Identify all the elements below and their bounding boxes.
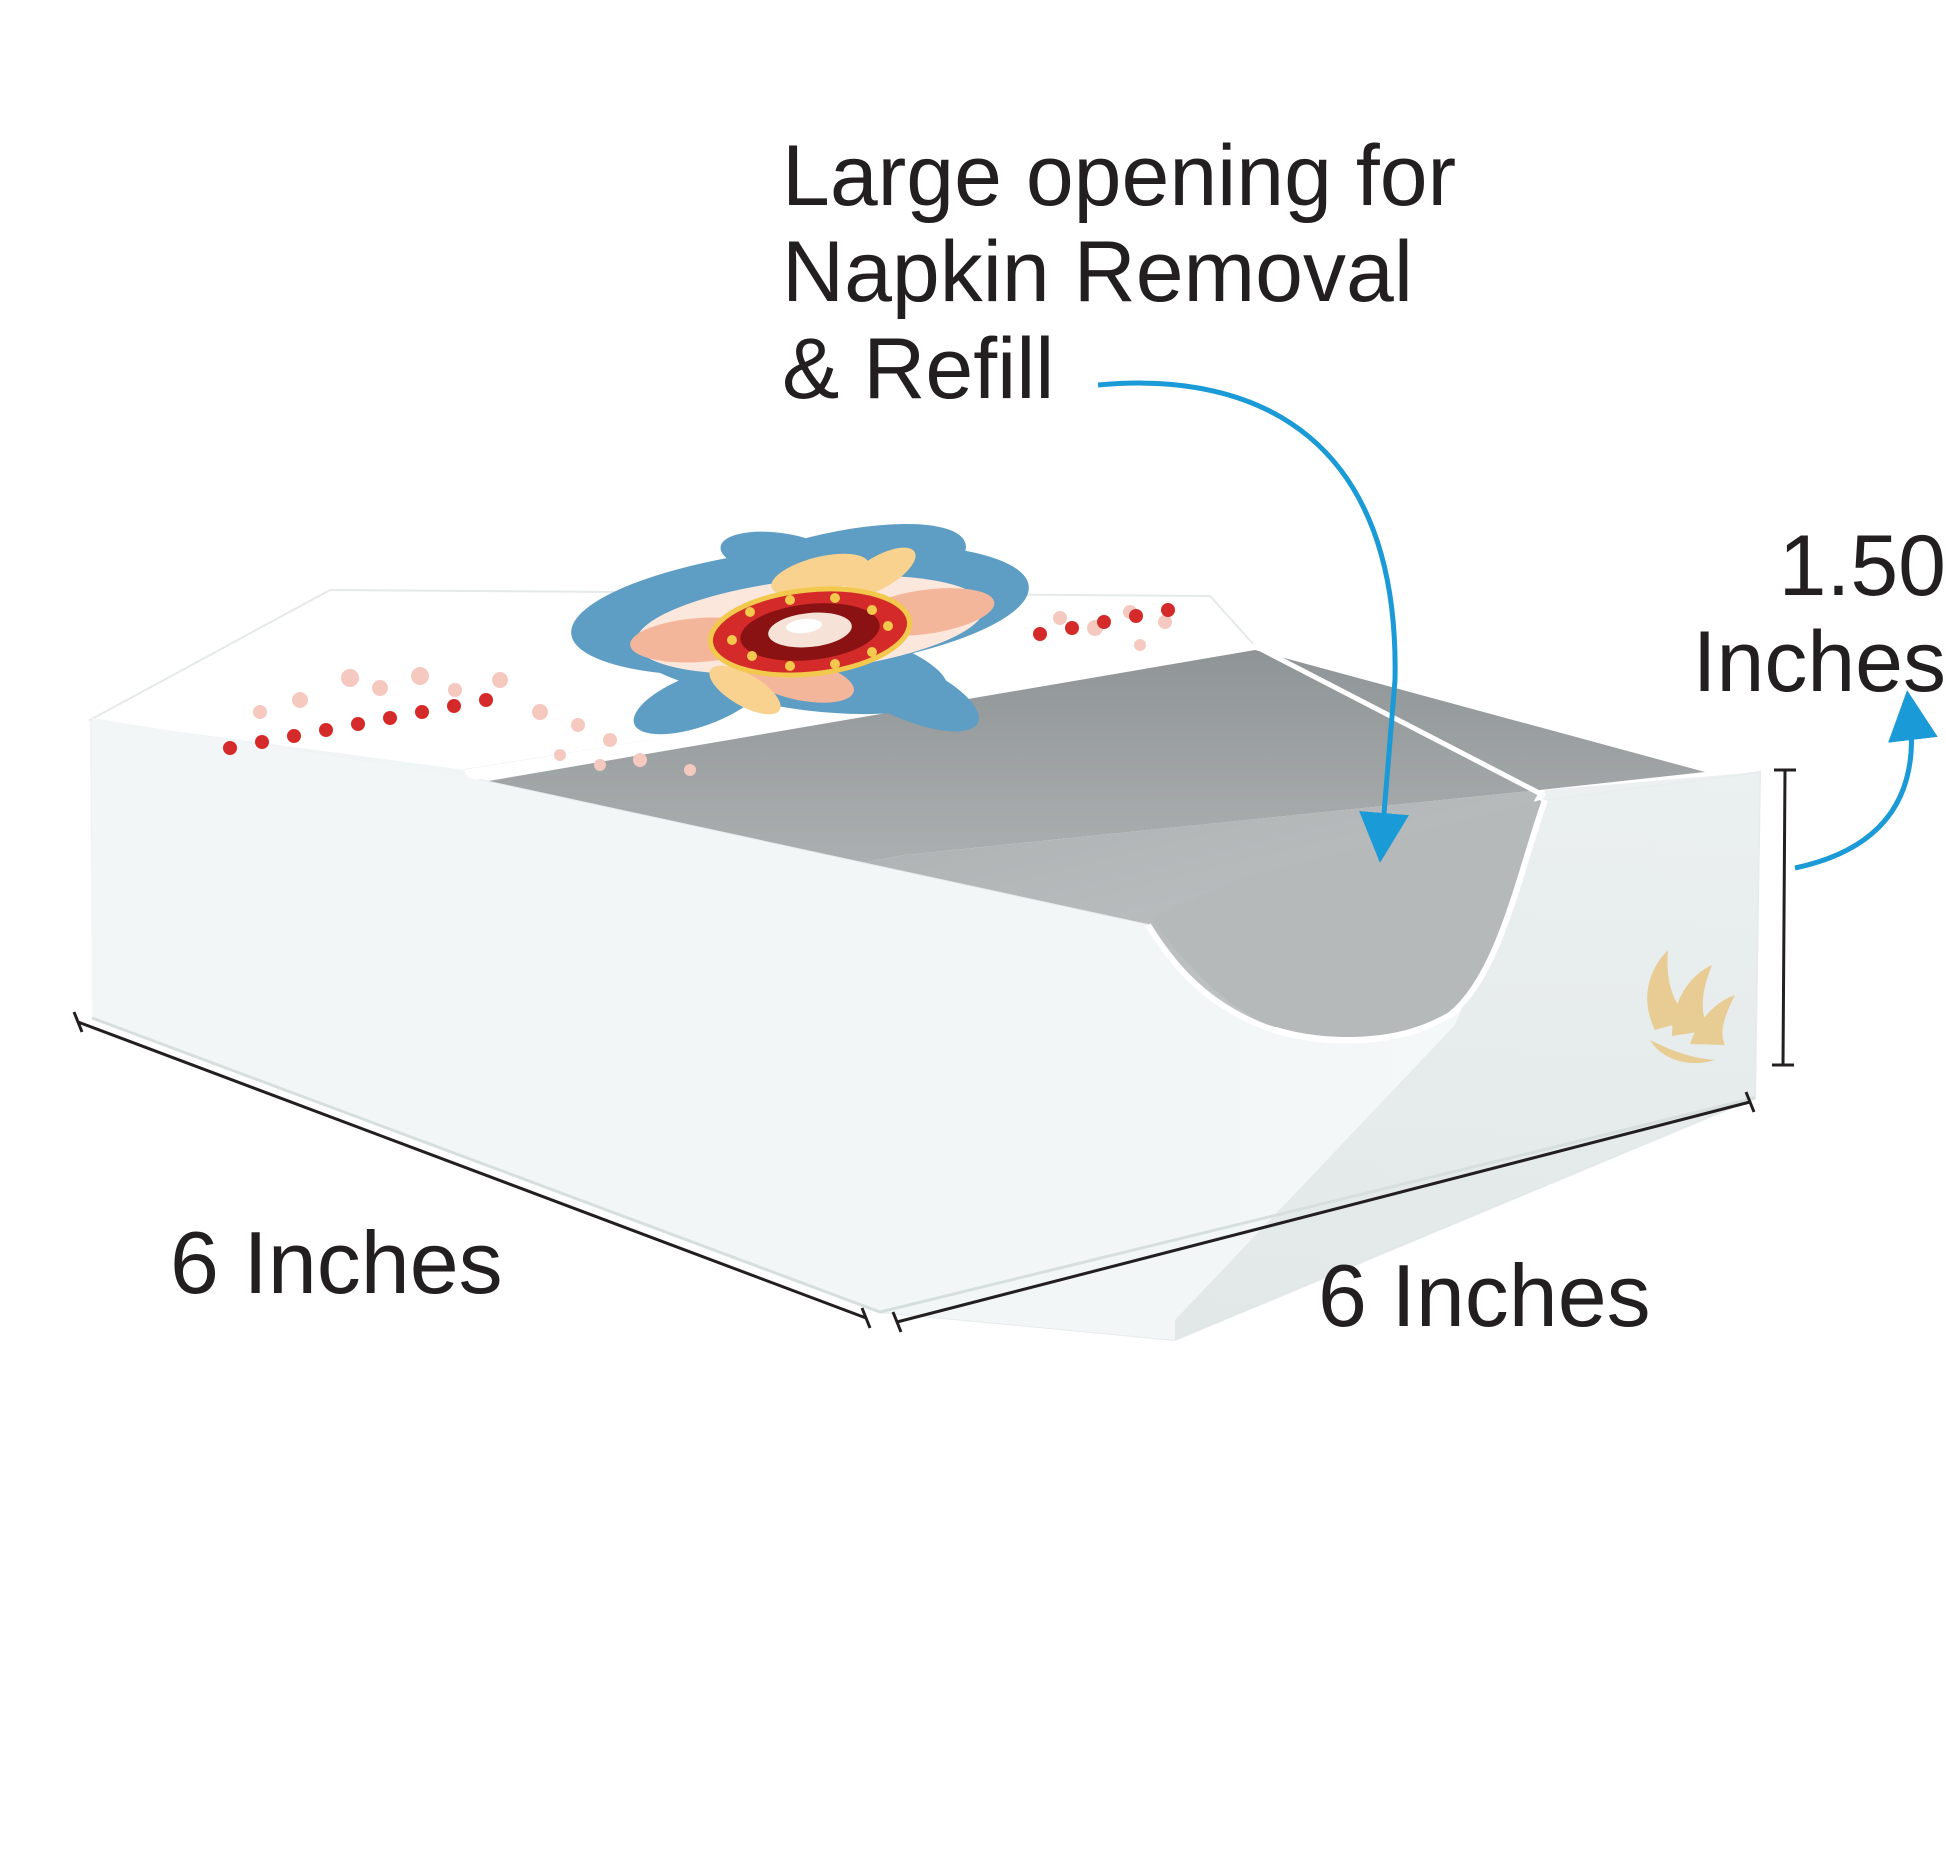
height-dimension-line [1772, 768, 1796, 1067]
opening-callout-label: Large opening for Napkin Removal & Refil… [782, 128, 1542, 417]
flower-center-medallion [707, 586, 913, 678]
box-front-base [92, 718, 1175, 1340]
lid-dot-pattern [253, 605, 1172, 776]
width-dimension-left [72, 1011, 872, 1329]
brand-logo-icon [1647, 950, 1735, 1064]
box-bottom-edge [91, 1016, 1756, 1314]
width-left-label: 6 Inches [170, 1213, 503, 1312]
lid-bead-strand [223, 603, 1175, 755]
floral-lid-artwork [223, 523, 1175, 776]
height-value: 1.50 [1778, 518, 1946, 614]
callout-line-1: Large opening for [782, 128, 1457, 224]
scoop-edge-highlight [1145, 798, 1548, 1044]
box-right-face [1175, 772, 1760, 1340]
height-unit: Inches [1692, 614, 1946, 711]
box-scoop-opening [1150, 800, 1545, 1037]
callout-arrow-opening [1097, 380, 1409, 863]
width-right-label: 6 Inches [1318, 1246, 1651, 1345]
height-label: 1.50 Inches [1693, 518, 1946, 711]
callout-line-2: Napkin Removal [782, 224, 1413, 321]
box-inner-rim [464, 643, 1547, 799]
napkin-holder-box [88, 588, 1762, 1342]
height-callout-arrow [1794, 690, 1938, 871]
callout-line-3: & Refill [782, 320, 1055, 417]
width-dimension-right [891, 1091, 1756, 1333]
